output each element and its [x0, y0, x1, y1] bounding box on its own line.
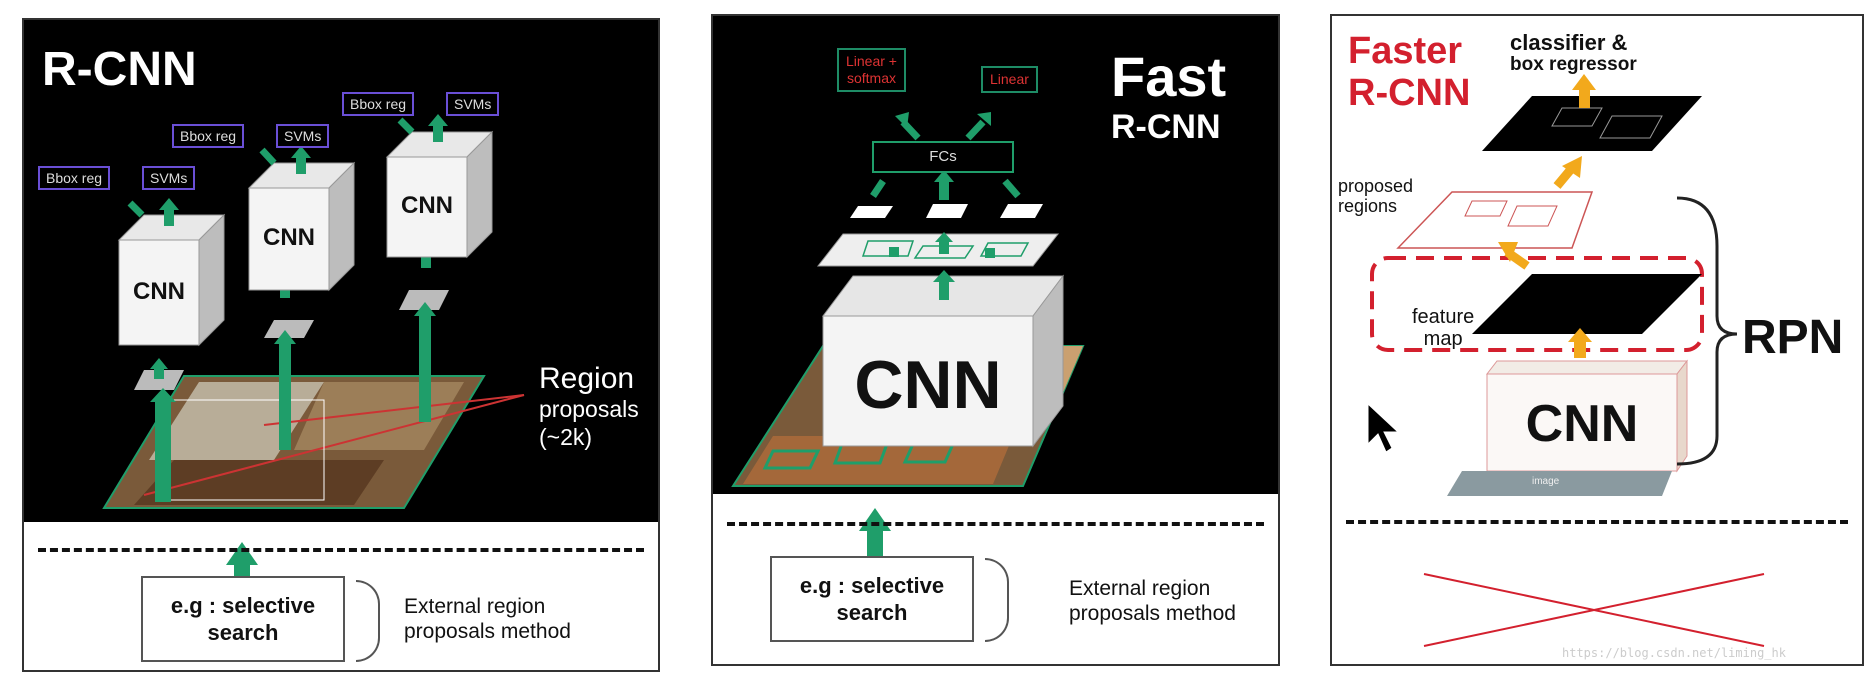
cnn-label: CNN [1525, 395, 1639, 453]
selective-search-box: e.g : selective search [141, 576, 345, 662]
feature-line1: feature [1412, 306, 1475, 328]
classifier-label: classifier & box regressor [1510, 32, 1637, 76]
search-line1: e.g : selective [170, 593, 316, 618]
search-line1: e.g : selective [799, 573, 945, 598]
linear-softmax-box: Linear + softmax [837, 48, 906, 92]
proposed-regions-plane [1396, 191, 1594, 249]
separator-dashed [727, 522, 1264, 526]
mouse-cursor-icon [1367, 402, 1400, 453]
classifier-map [1482, 96, 1702, 151]
faster-title: Faster [1348, 30, 1463, 72]
ext-line2: proposals method [404, 620, 571, 643]
svms-label: SVMs [276, 124, 330, 148]
input-image [1447, 471, 1672, 496]
green-arrow [155, 398, 171, 502]
pooled-patch [1000, 204, 1043, 218]
cnn-label: CNN [263, 224, 315, 251]
proposed-line2: regions [1338, 196, 1398, 216]
fcs-box [872, 141, 1014, 173]
green-arrow [279, 340, 291, 450]
bbox-reg-label: Bbox reg [342, 92, 415, 116]
pooled-patch [926, 204, 968, 218]
proposed-line1: proposed [1338, 176, 1414, 196]
proposed-regions-label: proposed regions [1338, 176, 1413, 216]
selective-search-box: e.g : selective search [770, 556, 974, 642]
classifier-line2: box regressor [1510, 54, 1637, 75]
proposal-patch [399, 290, 449, 310]
feature-map-plane [1472, 274, 1702, 334]
brace [356, 580, 380, 662]
count-label: (~2k) [539, 424, 593, 450]
svms-label: SVMs [142, 166, 196, 190]
external-method-label: External region proposals method [404, 594, 571, 644]
rcnn-diagram [102, 114, 525, 600]
search-line2: search [207, 620, 279, 645]
classifier-line1: classifier & [1510, 30, 1628, 55]
bbox-reg-label: Bbox reg [38, 166, 111, 190]
pooled-patch [850, 206, 893, 218]
cnn-label: CNN [854, 347, 1002, 423]
fcs-label: FCs [929, 148, 957, 165]
rpn-label: RPN [1742, 311, 1844, 364]
faster-rcnn-diagram [1367, 74, 1765, 647]
separator-dashed [38, 548, 644, 552]
ext-line2: proposals method [1069, 602, 1236, 625]
fast-title: Fast [1111, 45, 1227, 108]
proposal-patch [264, 320, 314, 338]
region-label: Region [539, 362, 635, 395]
svms-label: SVMs [446, 92, 500, 116]
rcnn-panel: R-CNN Bbox reg SVMs Bbox reg SVMs Bbox r… [22, 18, 660, 672]
search-line2: search [836, 600, 908, 625]
rpn-dashed-box [1370, 256, 1704, 352]
cnn-label: CNN [401, 192, 453, 219]
separator-dashed [1346, 520, 1848, 524]
proposals-label: proposals [539, 396, 639, 422]
faster-rcnn-panel: Faster R-CNN classifier & box regressor … [1330, 14, 1864, 666]
fast-rcnn-panel: Fast R-CNN Linear + softmax Linear FCs C… [711, 14, 1280, 666]
cnn-label: CNN [133, 278, 185, 305]
fast-title-sub: R-CNN [1111, 108, 1221, 146]
proposal-patch [134, 370, 184, 390]
fast-rcnn-diagram [731, 112, 1085, 570]
linear-softmax-line2: softmax [846, 70, 896, 86]
brace [985, 558, 1009, 642]
feature-line2: map [1423, 328, 1463, 350]
rpn-brace [1676, 196, 1738, 466]
watermark: https://blog.csdn.net/liming_hk [1562, 646, 1786, 660]
linear-softmax-line1: Linear + [846, 53, 897, 69]
faster-title-sub: R-CNN [1348, 72, 1471, 114]
ext-line1: External region [1069, 577, 1211, 600]
region-pointer-line [143, 394, 525, 496]
ext-line1: External region [404, 595, 546, 618]
cnn-cube [1485, 360, 1689, 375]
external-method-label: External region proposals method [1069, 576, 1236, 626]
green-arrow [419, 312, 431, 422]
rcnn-title: R-CNN [42, 43, 197, 96]
image-label: image [1532, 476, 1560, 487]
bbox-reg-label: Bbox reg [172, 124, 245, 148]
cross-line [1423, 573, 1765, 647]
roi-feature-map [816, 233, 1060, 267]
feature-map-label: feature map [1412, 306, 1474, 350]
linear-box: Linear [981, 66, 1038, 93]
